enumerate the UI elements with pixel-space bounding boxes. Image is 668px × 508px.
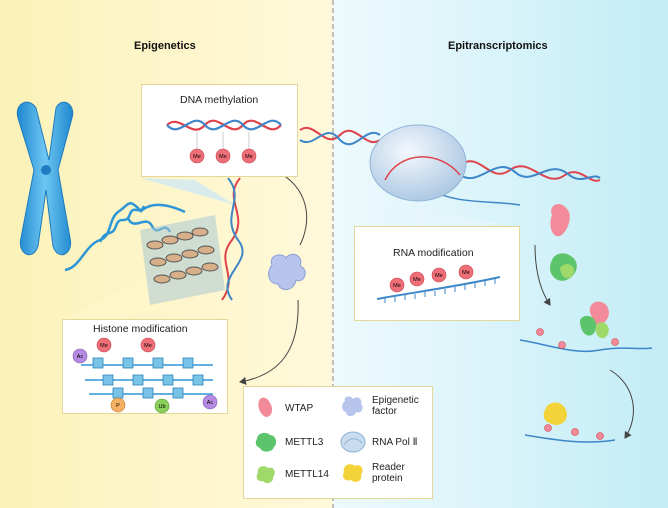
me-mark: Me — [435, 273, 443, 279]
wtap-protein-icon — [550, 204, 570, 237]
mettl3-icon — [255, 432, 277, 452]
dna-methylation-label: DNA methylation — [180, 94, 259, 106]
dna-helix-right — [299, 127, 601, 182]
epitranscriptomics-title: Epitranscriptomics — [448, 40, 548, 52]
mettl3-protein-icon — [550, 253, 577, 281]
me-mark: Me — [393, 283, 401, 289]
me-mark: Me — [413, 277, 421, 283]
legend-label-mettl3: METTL3 — [285, 436, 324, 448]
nucleosome-array-icon — [140, 215, 225, 305]
mettl14-icon — [256, 466, 275, 484]
histone-modification-label: Histone modification — [93, 323, 188, 335]
legend-item-mettl3: METTL3 — [252, 429, 323, 455]
wtap-icon — [258, 397, 273, 417]
legend-label-rna-pol: RNA Pol Ⅱ — [372, 436, 418, 448]
me-mark: Me — [462, 270, 470, 276]
dna-beam — [140, 178, 235, 205]
me-mark: Me — [219, 154, 227, 160]
p-mark: P — [116, 403, 120, 409]
ub-mark: Ub — [158, 404, 165, 410]
legend-item-mettl14: METTL14 — [252, 461, 329, 487]
epigenetic-factor-icon — [342, 396, 363, 417]
rna-beam — [360, 205, 505, 225]
arrow-writer — [534, 244, 551, 306]
legend-item-rna-pol: RNA Pol Ⅱ — [339, 429, 418, 455]
histone-modification-box: Histone modification Me Me Ac Ac P Ub — [62, 319, 228, 414]
modified-rna-icon: Me Me Me Me — [376, 264, 501, 303]
methylated-dna-icon: Me Me Me — [166, 119, 282, 164]
writer-complex-icon — [580, 301, 609, 339]
epigenetics-title: Epigenetics — [134, 40, 196, 52]
dna-methylation-box: DNA methylation Me Me Me — [141, 84, 298, 177]
legend-item-epigenetic-factor: Epigenetic factor — [339, 393, 419, 419]
me-mark: Me — [144, 343, 152, 349]
arrow-reader — [609, 369, 634, 439]
reader-protein-icon — [342, 464, 363, 482]
legend-item-wtap: WTAP — [252, 395, 313, 421]
arrow-to-histone-modification — [239, 299, 299, 385]
legend: WTAP Epigenetic factor METTL3 RNA Pol Ⅱ … — [243, 386, 433, 499]
dna-helix-left — [221, 177, 244, 301]
ac-mark: Ac — [77, 354, 84, 360]
me-mark: Me — [193, 154, 201, 160]
modified-histone-icon: Me Me Ac Ac P Ub — [72, 337, 218, 414]
me-mark: Me — [100, 343, 108, 349]
mrna-strand-2 — [524, 434, 616, 443]
ac-mark: Ac — [207, 400, 214, 406]
rna-polymerase-icon — [369, 124, 467, 202]
rna-modification-box: RNA modification Me Me Me Me — [354, 226, 520, 321]
chromosome-icon — [16, 101, 74, 256]
legend-label-mettl14: METTL14 — [285, 468, 329, 480]
reader-protein-icon — [543, 402, 567, 426]
rna-modification-label: RNA modification — [393, 247, 474, 259]
rna-pol-icon — [340, 431, 366, 453]
me-mark: Me — [245, 154, 253, 160]
legend-label-wtap: WTAP — [285, 402, 314, 414]
epigenetic-factor-icon — [268, 253, 306, 290]
legend-label-reader-protein: Reader protein — [372, 462, 405, 484]
legend-item-reader-protein: Reader protein — [339, 460, 405, 486]
mrna-strand-1 — [519, 339, 653, 353]
legend-label-epigenetic-factor: Epigenetic factor — [372, 395, 419, 417]
